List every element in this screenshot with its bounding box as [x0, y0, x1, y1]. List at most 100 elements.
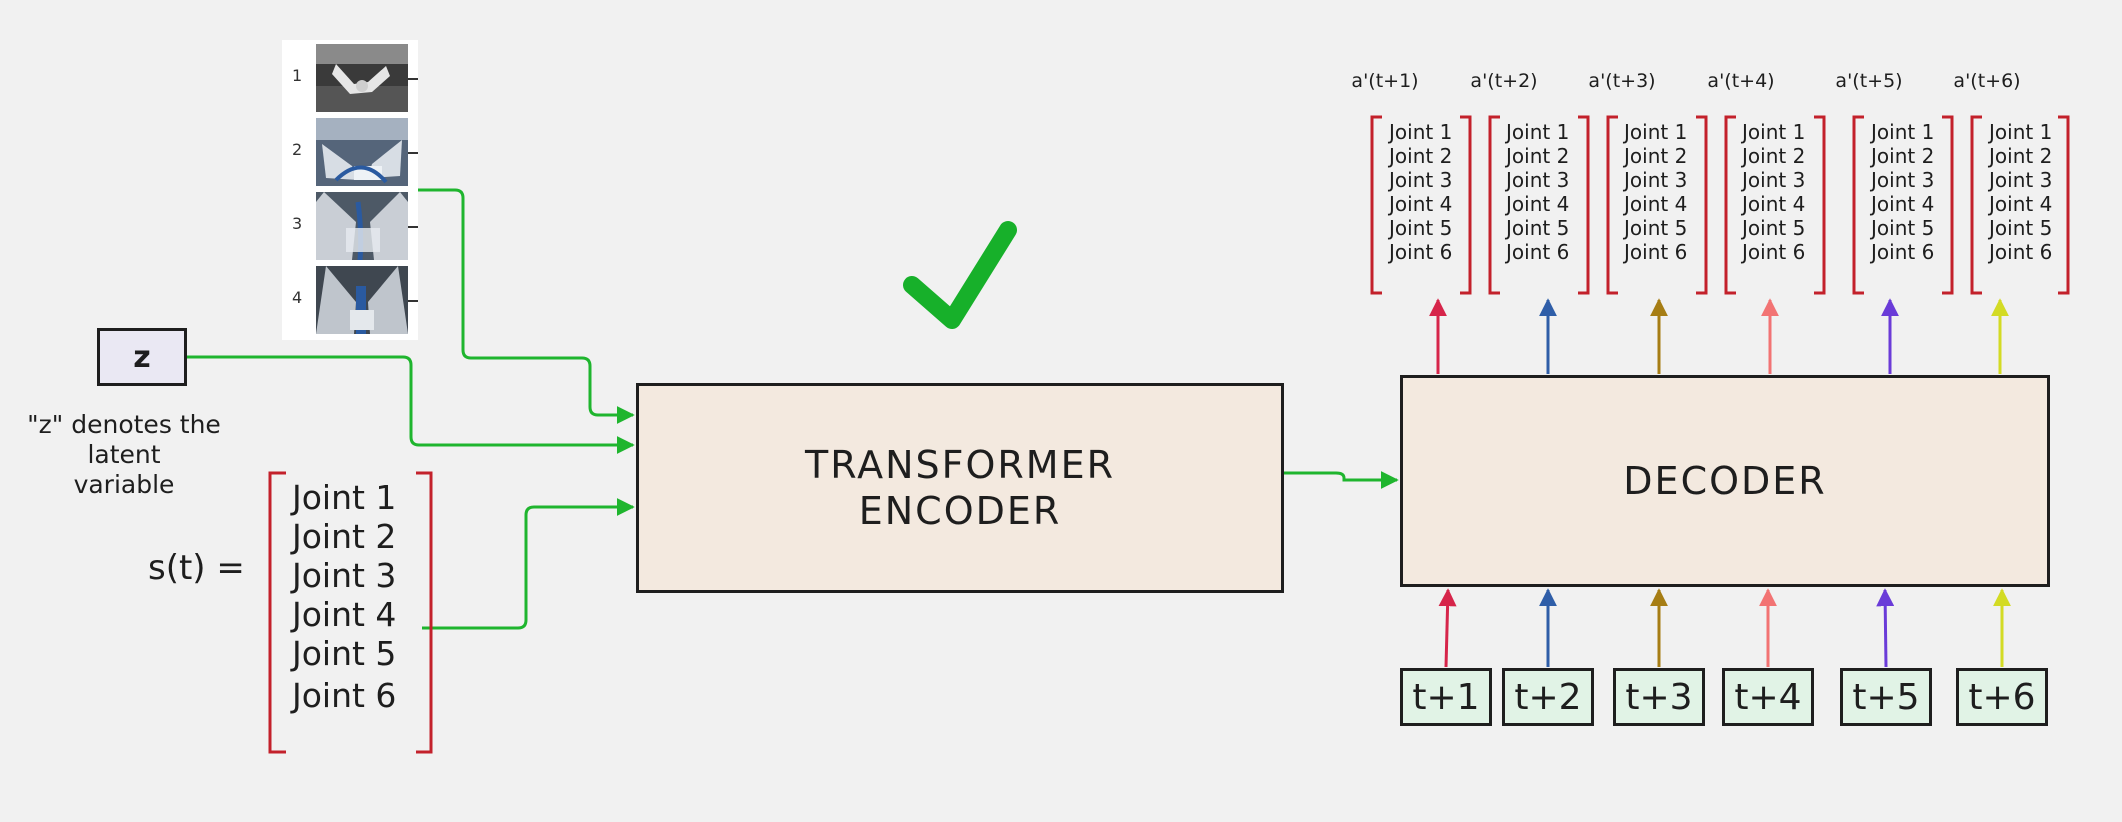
timestep-label: t+2 [1514, 676, 1582, 718]
output-vector: Joint 1 Joint 2 Joint 3 Joint 4 Joint 5 … [1389, 120, 1469, 264]
output-bracket-right [1814, 115, 1826, 295]
output-joint: Joint 1 [1389, 120, 1453, 144]
state-vector: Joint 1 Joint 2 Joint 3 Joint 4 Joint 5 … [292, 478, 432, 715]
latent-z-label: z [133, 339, 151, 375]
state-joint: Joint 2 [292, 517, 397, 556]
output-label: a'(t+4) [1707, 70, 1775, 92]
state-joint: Joint 5 [292, 634, 397, 673]
output-vector: Joint 1 Joint 2 Joint 3 Joint 4 Joint 5 … [1742, 120, 1822, 264]
latent-z-box: z [97, 328, 187, 386]
output-joint: Joint 6 [1742, 240, 1806, 264]
state-joint: Joint 3 [292, 556, 397, 595]
output-vector: Joint 1 Joint 2 Joint 3 Joint 4 Joint 5 … [1624, 120, 1704, 264]
frame-tick [408, 226, 418, 228]
output-bracket-left [1970, 115, 1982, 295]
timestep-label: t+4 [1734, 676, 1802, 718]
timestep-box: t+4 [1722, 668, 1814, 726]
timestep-label: t+5 [1852, 676, 1920, 718]
frame-image [316, 192, 408, 260]
wire-encoder-to-decoder [1284, 471, 1399, 489]
encoder-label-line1: TRANSFORMER [805, 443, 1115, 487]
frame-number: 3 [292, 214, 303, 233]
output-joint: Joint 5 [1742, 216, 1806, 240]
frame-tick [408, 152, 418, 154]
output-joint: Joint 4 [1989, 192, 2053, 216]
output-vector: Joint 1 Joint 2 Joint 3 Joint 4 Joint 5 … [1506, 120, 1586, 264]
latent-caption: "z" denotes the latent variable [14, 410, 234, 500]
output-joint: Joint 3 [1871, 168, 1935, 192]
output-joint: Joint 4 [1871, 192, 1935, 216]
timestep-arrow [1438, 588, 1457, 668]
output-bracket-right [1696, 115, 1708, 295]
output-joint: Joint 1 [1506, 120, 1570, 144]
output-label: a'(t+3) [1588, 70, 1656, 92]
output-joint: Joint 6 [1624, 240, 1688, 264]
output-joint: Joint 2 [1624, 144, 1688, 168]
output-joint: Joint 5 [1989, 216, 2053, 240]
output-label: a'(t+1) [1351, 70, 1419, 92]
output-joint: Joint 6 [1389, 240, 1453, 264]
frame-number: 4 [292, 288, 303, 307]
output-joint: Joint 5 [1389, 216, 1453, 240]
frame-number: 1 [292, 66, 303, 85]
output-joint: Joint 3 [1624, 168, 1688, 192]
frame-tick [408, 78, 418, 80]
timestep-label: t+1 [1412, 676, 1480, 718]
output-joint: Joint 1 [1989, 120, 2053, 144]
output-joint: Joint 5 [1871, 216, 1935, 240]
output-joint: Joint 1 [1871, 120, 1935, 144]
image-sequence: 1 2 3 [282, 40, 418, 340]
output-vector: Joint 1 Joint 2 Joint 3 Joint 4 Joint 5 … [1871, 120, 1951, 264]
output-joint: Joint 1 [1742, 120, 1806, 144]
latent-caption-line: "z" denotes the [27, 410, 221, 439]
output-bracket-right [1460, 115, 1472, 295]
output-label: a'(t+2) [1470, 70, 1538, 92]
state-joint: Joint 4 [292, 595, 397, 634]
wire-state-to-encoder [422, 498, 635, 630]
output-joint: Joint 2 [1989, 144, 2053, 168]
frame-tick [408, 300, 418, 302]
output-arrows [1429, 298, 2009, 374]
latent-caption-line: latent [87, 440, 161, 469]
timestep-box: t+5 [1840, 668, 1932, 726]
state-joint: Joint 1 [292, 478, 397, 517]
state-joint: Joint 6 [292, 676, 397, 715]
output-bracket-right [2058, 115, 2070, 295]
output-bracket-left [1488, 115, 1500, 295]
wire-z-to-encoder [187, 355, 635, 454]
output-joint: Joint 6 [1871, 240, 1935, 264]
timestep-arrows [1438, 588, 2011, 668]
timestep-box: t+2 [1502, 668, 1594, 726]
decoder-box: DECODER [1400, 375, 2050, 587]
output-joint: Joint 4 [1742, 192, 1806, 216]
latent-caption-line: variable [73, 470, 175, 499]
checkmark-icon [903, 221, 1017, 329]
timestep-arrow [1876, 588, 1895, 668]
decoder-label: DECODER [1623, 459, 1827, 503]
output-joint: Joint 5 [1506, 216, 1570, 240]
output-joint: Joint 3 [1989, 168, 2053, 192]
frame-image [316, 118, 408, 186]
output-joint: Joint 4 [1624, 192, 1688, 216]
timestep-box: t+1 [1400, 668, 1492, 726]
state-bracket-right [416, 471, 433, 754]
output-joint: Joint 4 [1506, 192, 1570, 216]
output-bracket-left [1606, 115, 1618, 295]
timestep-label: t+3 [1625, 676, 1693, 718]
output-bracket-left [1370, 115, 1382, 295]
output-joint: Joint 2 [1506, 144, 1570, 168]
timestep-box: t+6 [1956, 668, 2048, 726]
transformer-encoder-box: TRANSFORMER ENCODER [636, 383, 1284, 593]
output-joint: Joint 1 [1624, 120, 1688, 144]
output-joint: Joint 6 [1989, 240, 2053, 264]
output-brackets [1370, 115, 2070, 295]
encoder-label-line2: ENCODER [858, 489, 1062, 533]
frame-image [316, 44, 408, 112]
output-joint: Joint 5 [1624, 216, 1688, 240]
timestep-box: t+3 [1613, 668, 1705, 726]
frame-image [316, 266, 408, 334]
output-bracket-right [1578, 115, 1590, 295]
output-bracket-right [1942, 115, 1954, 295]
